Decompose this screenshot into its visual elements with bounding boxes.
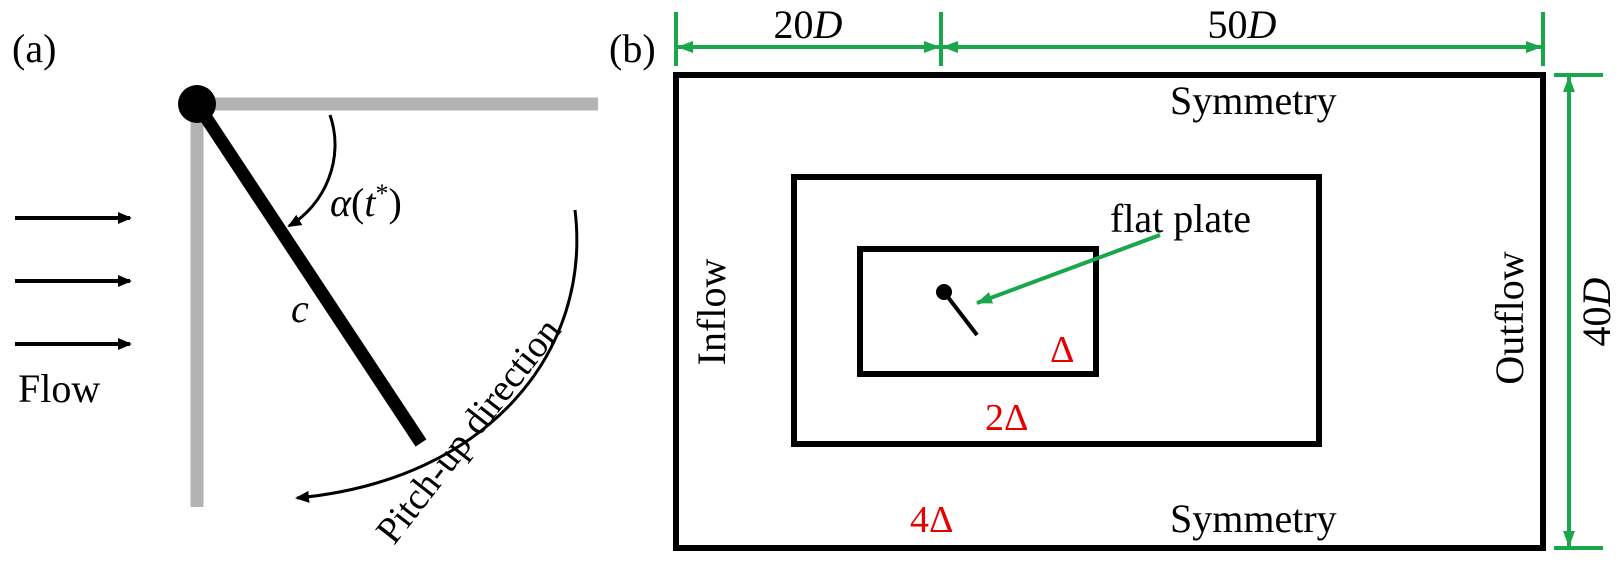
small-plate-pivot [936,284,952,300]
outer-domain-box [673,72,1546,551]
panel-b: (b) flat plate Symmetry Symmetry Inflow … [609,2,1619,551]
left-boundary-label: Inflow [689,259,734,366]
pivot-point [178,85,216,123]
angle-arc-arrow [287,114,337,228]
mesh-level-fine-label: Δ [1050,329,1074,371]
dim-label-downstream: 50D [1208,2,1277,47]
chord-label: c [291,286,309,331]
inner-refinement-box [857,246,1099,377]
panel-a-label: (a) [12,26,56,71]
dim-label-upstream: 20D [774,2,843,47]
mesh-level-medium-label: 2Δ [985,397,1028,439]
top-boundary-label: Symmetry [1170,78,1337,123]
plate-pointer-arrow [976,233,1161,305]
panel-a: (a) α(t*) c Flow Pitch-up direction [12,26,598,552]
mesh-level-coarse-label: 4Δ [910,499,953,541]
small-flat-plate [942,290,979,337]
pitching-plate [191,100,427,447]
pitch-up-arc-arrow [295,209,579,503]
flow-label: Flow [18,366,100,411]
angle-label: α(t*) [330,179,402,225]
flat-plate-label: flat plate [1110,196,1251,241]
pitch-up-direction-label: Pitch-up direction [368,310,569,551]
dim-label-height: 40D [1574,277,1619,346]
middle-refinement-box [791,174,1322,447]
right-boundary-label: Outflow [1487,251,1532,384]
panel-b-label: (b) [609,26,656,71]
bottom-boundary-label: Symmetry [1170,496,1337,541]
